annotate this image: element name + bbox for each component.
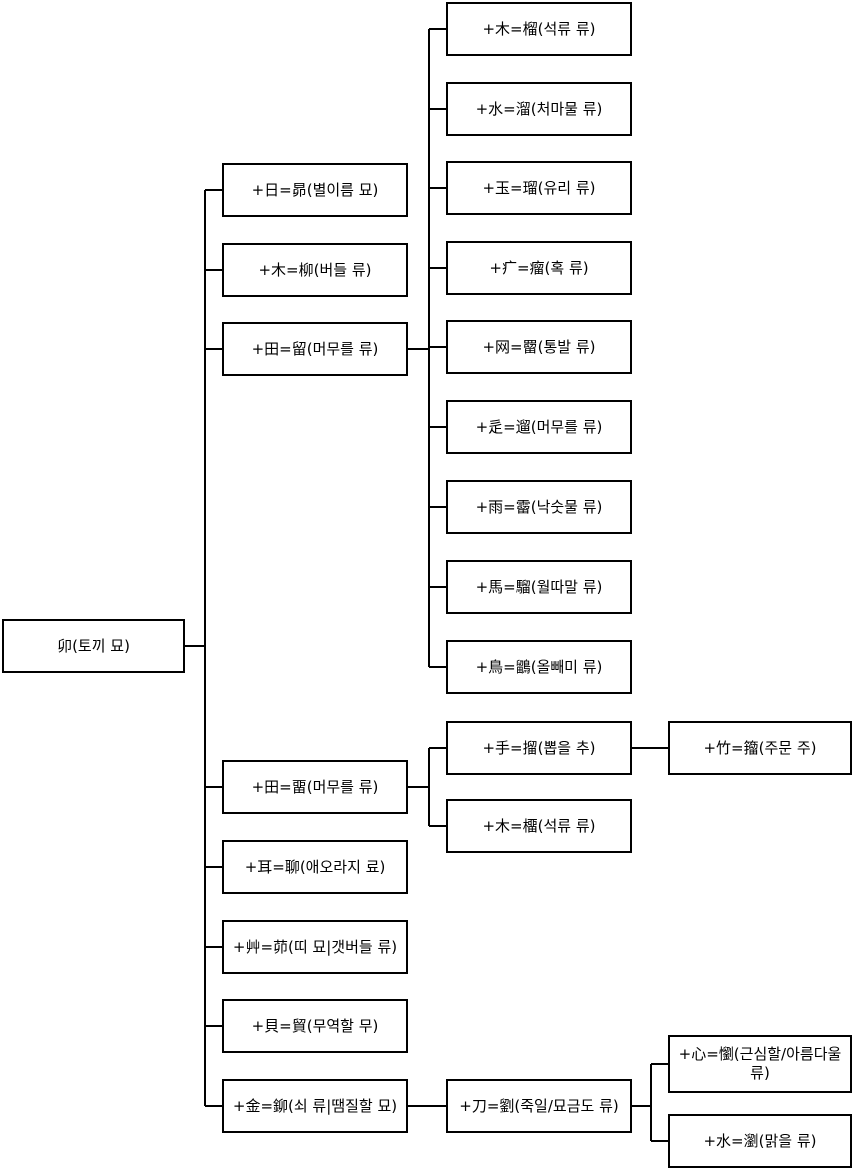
node-root-myo: 卯(토끼 묘) xyxy=(2,619,185,673)
tree-node-pae-mu: +貝=貿(무역할 무) xyxy=(222,999,408,1053)
tree-node-su-ppobeul-chu: +手=㨨(뽑을 추) xyxy=(446,721,632,775)
tree-node-u-naksumul: +雨=霤(낙숫물 류) xyxy=(446,480,632,534)
tree-node-ma-wolttamal: +馬=騮(월따말 류) xyxy=(446,560,632,614)
tree-node-jeon-ryu: +田=留(머무를 류) xyxy=(222,322,408,376)
tree-node-mok-ryu: +木=柳(버들 류) xyxy=(222,243,408,297)
tree-node-cho-myo: +艸=茆(띠 묘|갯버들 류) xyxy=(222,920,408,974)
tree-node-mang-tongbal: +网=罶(통발 류) xyxy=(446,320,632,374)
tree-node-jo-olppaemi: +鳥=鶹(올빼미 류) xyxy=(446,640,632,694)
tree-node-mok-seokryu-variant: +木=橊(석류 류) xyxy=(446,799,632,853)
tree-node-ok-yuri: +玉=瑠(유리 류) xyxy=(446,161,632,215)
tree-node-mok-seokryu: +木=榴(석류 류) xyxy=(446,2,632,56)
tree-node-sim-ryu: +心=懰(근심할/아름다울 류) xyxy=(668,1035,852,1093)
tree-node-nyeok-hok: +疒=瘤(혹 류) xyxy=(446,241,632,295)
tree-node-il-myo: +日=昴(별이름 묘) xyxy=(222,163,408,217)
tree-node-geum-myo: +金=鉚(쇠 류|땜질할 묘) xyxy=(222,1079,408,1133)
tree-node-su-cheomamul: +水=溜(처마물 류) xyxy=(446,82,632,136)
tree-node-su-malgeul-ryu: +水=瀏(맑을 류) xyxy=(668,1114,852,1168)
tree-node-i-ryo: +耳=聊(애오라지 료) xyxy=(222,840,408,894)
tree-node-juk-jumun-ju: +竹=籀(주문 주) xyxy=(668,721,852,775)
tree-node-jeon-ryu-variant: +田=畱(머무를 류) xyxy=(222,760,408,814)
tree-node-chak-meomureul: +辵=遛(머무를 류) xyxy=(446,400,632,454)
tree-node-do-ryu: +刀=劉(죽일/묘금도 류) xyxy=(446,1079,632,1133)
